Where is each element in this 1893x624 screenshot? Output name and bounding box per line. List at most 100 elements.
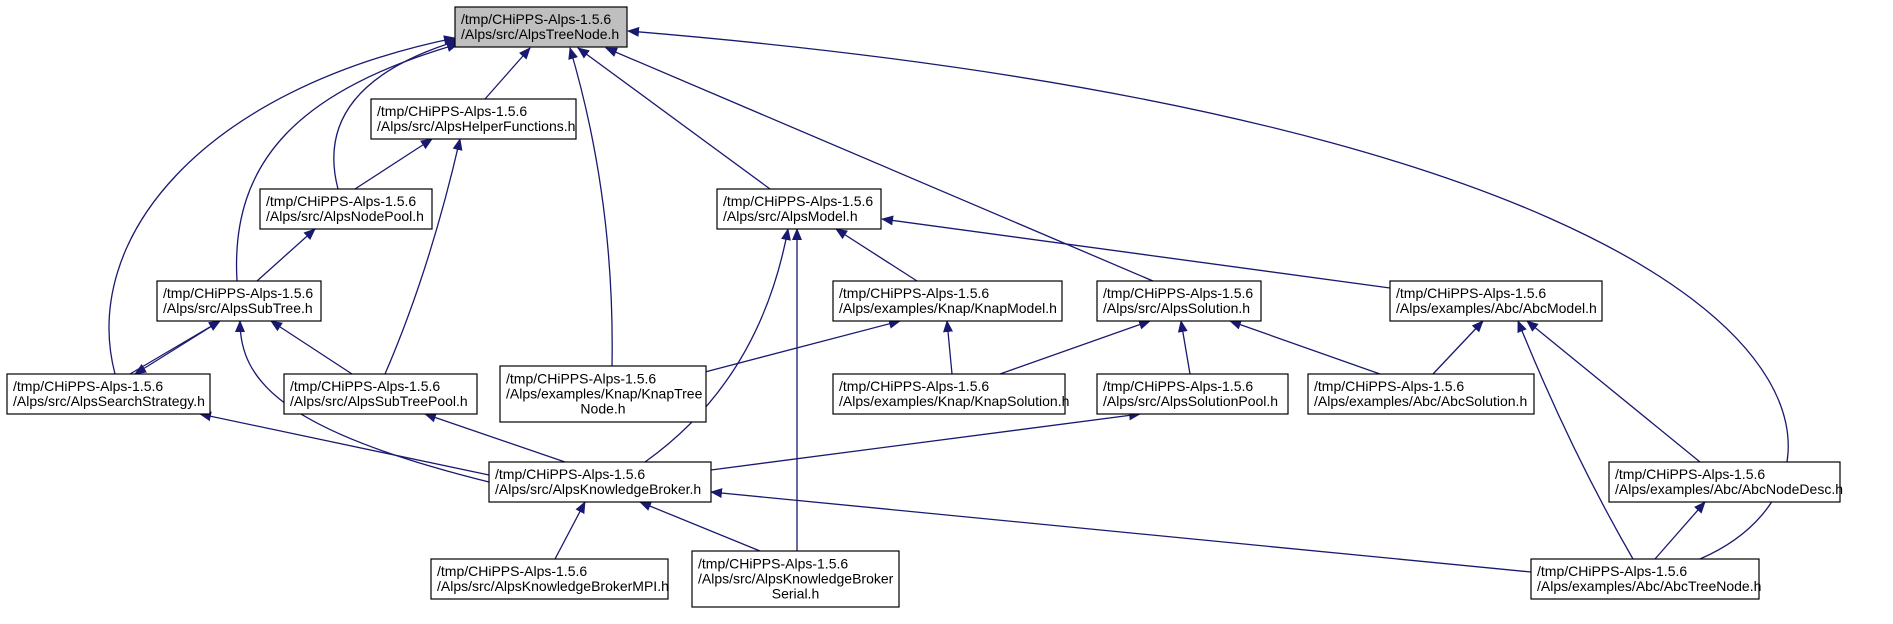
node-label-line: /Alps/src/AlpsTreeNode.h xyxy=(461,26,619,42)
node-label-line: /tmp/CHiPPS-Alps-1.5.6 xyxy=(290,378,440,394)
node-label-line: /Alps/examples/Knap/KnapTree xyxy=(506,386,703,402)
node-label-line: /tmp/CHiPPS-Alps-1.5.6 xyxy=(1103,378,1253,394)
node-label-line: /tmp/CHiPPS-Alps-1.5.6 xyxy=(839,285,989,301)
edge-abctreenode-to-abcnodedesc xyxy=(1654,501,1706,560)
node-box xyxy=(1608,461,1841,503)
edge-knapsolution-to-solution xyxy=(999,319,1151,375)
edge-knapmodel-to-model xyxy=(835,228,918,282)
node-abcmodel[interactable]: /tmp/CHiPPS-Alps-1.5.6/Alps/examples/Abc… xyxy=(1389,280,1603,322)
node-knaptreenode[interactable]: /tmp/CHiPPS-Alps-1.5.6/Alps/examples/Kna… xyxy=(499,365,707,423)
edge-abctreenode-to-root xyxy=(627,26,1789,560)
node-label-line: /Alps/src/AlpsModel.h xyxy=(723,208,858,224)
node-label-line: /Alps/src/AlpsHelperFunctions.h xyxy=(377,118,575,134)
node-searchstrategy[interactable]: /tmp/CHiPPS-Alps-1.5.6/Alps/src/AlpsSear… xyxy=(6,373,211,415)
node-label-line: /tmp/CHiPPS-Alps-1.5.6 xyxy=(163,285,313,301)
node-label-line: /Alps/src/AlpsKnowledgeBroker xyxy=(698,571,894,587)
node-label-line: /Alps/src/AlpsSolutionPool.h xyxy=(1103,393,1278,409)
node-label-line: /Alps/src/AlpsSubTreePool.h xyxy=(290,393,468,409)
node-box xyxy=(430,558,669,600)
edge-solutionpool-to-solution xyxy=(1177,320,1191,375)
node-box xyxy=(832,280,1063,322)
edge-subtree-to-nodepool xyxy=(256,228,316,282)
edge-helper-to-root xyxy=(484,47,531,100)
node-solutionpool[interactable]: /tmp/CHiPPS-Alps-1.5.6/Alps/src/AlpsSolu… xyxy=(1096,373,1289,415)
node-label-line: /tmp/CHiPPS-Alps-1.5.6 xyxy=(1615,466,1765,482)
edge-abctreenode-to-kb xyxy=(710,488,1532,573)
node-knapsolution[interactable]: /tmp/CHiPPS-Alps-1.5.6/Alps/examples/Kna… xyxy=(832,373,1069,415)
node-box xyxy=(1389,280,1603,322)
edge-solution-to-root xyxy=(605,47,1154,282)
node-nodepool[interactable]: /tmp/CHiPPS-Alps-1.5.6/Alps/src/AlpsNode… xyxy=(259,188,433,230)
edge-searchstrategy-to-root xyxy=(108,35,456,375)
edge-kb-to-model xyxy=(644,228,791,463)
node-label-line: /tmp/CHiPPS-Alps-1.5.6 xyxy=(377,103,527,119)
edge-knaptreenode-to-root xyxy=(568,47,613,367)
edge-kb-to-solutionpool xyxy=(710,410,1141,471)
edge-abcnodedesc-to-abcmodel xyxy=(1526,320,1701,463)
node-label-line: /tmp/CHiPPS-Alps-1.5.6 xyxy=(437,563,587,579)
edge-abcmodel-to-model xyxy=(881,215,1391,289)
node-label-line: /Alps/src/AlpsSolution.h xyxy=(1103,300,1250,316)
node-label-line: /Alps/src/AlpsSubTree.h xyxy=(163,300,313,316)
node-label-line: /Alps/src/AlpsKnowledgeBroker.h xyxy=(495,481,701,497)
edge-kbmpi-to-kb xyxy=(554,501,586,560)
node-helper[interactable]: /tmp/CHiPPS-Alps-1.5.6/Alps/src/AlpsHelp… xyxy=(370,98,577,140)
node-box xyxy=(1530,558,1760,600)
edge-abcsolution-to-solution xyxy=(1229,319,1381,375)
node-box xyxy=(259,188,433,230)
edge-subtree-to-root xyxy=(235,42,459,282)
node-label-line: /tmp/CHiPPS-Alps-1.5.6 xyxy=(1396,285,1546,301)
edge-kb-to-subtreepool xyxy=(424,412,566,463)
node-subtree[interactable]: /tmp/CHiPPS-Alps-1.5.6/Alps/src/AlpsSubT… xyxy=(156,280,322,322)
node-label-line: /tmp/CHiPPS-Alps-1.5.6 xyxy=(698,556,848,572)
edge-nodepool-to-helper xyxy=(354,138,433,190)
edge-subtree-to-searchstrategy xyxy=(134,320,221,375)
node-kbserial[interactable]: /tmp/CHiPPS-Alps-1.5.6/Alps/src/AlpsKnow… xyxy=(691,550,900,608)
node-box xyxy=(283,373,478,415)
node-label-line: /tmp/CHiPPS-Alps-1.5.6 xyxy=(266,193,416,209)
edge-abcsolution-to-abcmodel xyxy=(1432,320,1484,375)
node-kbmpi[interactable]: /tmp/CHiPPS-Alps-1.5.6/Alps/src/AlpsKnow… xyxy=(430,558,669,600)
edge-layer xyxy=(108,26,1789,573)
node-label-line: /Alps/src/AlpsNodePool.h xyxy=(266,208,424,224)
node-box xyxy=(488,461,712,503)
edge-subtreepool-to-helper xyxy=(384,138,463,375)
edge-knapsolution-to-knapmodel xyxy=(943,320,954,375)
node-abcnodedesc[interactable]: /tmp/CHiPPS-Alps-1.5.6/Alps/examples/Abc… xyxy=(1608,461,1843,503)
edge-abctreenode-to-abcmodel xyxy=(1517,320,1634,560)
node-label-line: /tmp/CHiPPS-Alps-1.5.6 xyxy=(1103,285,1253,301)
node-label-line: /Alps/src/AlpsSearchStrategy.h xyxy=(13,393,205,409)
node-box xyxy=(1096,373,1289,415)
node-label-line: /tmp/CHiPPS-Alps-1.5.6 xyxy=(1537,563,1687,579)
node-label-line: Serial.h xyxy=(772,586,819,602)
node-abcsolution[interactable]: /tmp/CHiPPS-Alps-1.5.6/Alps/examples/Abc… xyxy=(1307,373,1535,415)
node-label-line: /Alps/src/AlpsKnowledgeBrokerMPI.h xyxy=(437,578,669,594)
node-label-line: /tmp/CHiPPS-Alps-1.5.6 xyxy=(461,11,611,27)
node-box xyxy=(370,98,577,140)
edge-model-to-root xyxy=(577,47,771,190)
node-abctreenode[interactable]: /tmp/CHiPPS-Alps-1.5.6/Alps/examples/Abc… xyxy=(1530,558,1761,600)
node-label-line: /Alps/examples/Abc/AbcModel.h xyxy=(1396,300,1597,316)
node-knapmodel[interactable]: /tmp/CHiPPS-Alps-1.5.6/Alps/examples/Kna… xyxy=(832,280,1063,322)
node-label-line: /tmp/CHiPPS-Alps-1.5.6 xyxy=(506,371,656,387)
node-box xyxy=(499,365,707,423)
node-box xyxy=(691,550,900,608)
node-root[interactable]: /tmp/CHiPPS-Alps-1.5.6/Alps/src/AlpsTree… xyxy=(454,6,628,48)
node-label-line: /Alps/examples/Abc/AbcNodeDesc.h xyxy=(1615,481,1843,497)
node-label-line: /tmp/CHiPPS-Alps-1.5.6 xyxy=(1314,378,1464,394)
node-box xyxy=(6,373,211,415)
node-label-line: /Alps/examples/Abc/AbcSolution.h xyxy=(1314,393,1527,409)
edge-kbserial-to-kb xyxy=(639,501,761,552)
node-model[interactable]: /tmp/CHiPPS-Alps-1.5.6/Alps/src/AlpsMode… xyxy=(716,188,882,230)
node-box xyxy=(1096,280,1262,322)
node-solution[interactable]: /tmp/CHiPPS-Alps-1.5.6/Alps/src/AlpsSolu… xyxy=(1096,280,1262,322)
node-subtreepool[interactable]: /tmp/CHiPPS-Alps-1.5.6/Alps/src/AlpsSubT… xyxy=(283,373,478,415)
node-box xyxy=(156,280,322,322)
node-label-line: /Alps/examples/Abc/AbcTreeNode.h xyxy=(1537,578,1761,594)
node-kb[interactable]: /tmp/CHiPPS-Alps-1.5.6/Alps/src/AlpsKnow… xyxy=(488,461,712,503)
edge-nodepool-to-root xyxy=(333,38,461,190)
node-label-line: Node.h xyxy=(580,401,625,417)
node-box xyxy=(716,188,882,230)
